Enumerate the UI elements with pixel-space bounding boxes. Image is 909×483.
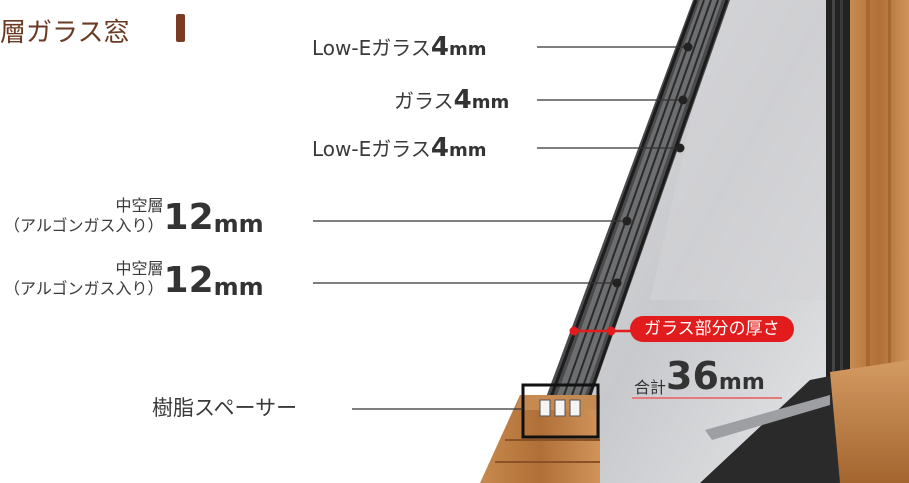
thickness-total-unit: mm xyxy=(718,370,765,395)
leader-lines xyxy=(313,46,688,410)
label-layer3: Low-Eガラス4mm xyxy=(312,135,486,161)
label-gap1-line1: 中空層 xyxy=(115,196,164,215)
label-gap2-value: 12 xyxy=(163,260,214,301)
glass-pane xyxy=(560,0,830,483)
label-gap1: 中空層 （アルゴンガス入り） 12mm xyxy=(4,196,264,236)
thickness-indicator xyxy=(569,326,632,336)
title-accent-bar xyxy=(176,14,185,42)
leader-dots xyxy=(612,42,693,288)
page-title: 層ガラス窓 xyxy=(0,18,130,48)
label-layer1-unit: mm xyxy=(448,39,487,60)
label-gap1-line2: （アルゴンガス入り） xyxy=(4,216,164,235)
label-spacer: 樹脂スペーサー xyxy=(152,396,298,420)
label-layer2-name: ガラス xyxy=(394,89,454,113)
label-layer3-name: Low-Eガラス xyxy=(312,137,431,161)
label-gap1-value: 12 xyxy=(163,197,214,238)
thickness-badge: ガラス部分の厚さ xyxy=(630,316,794,342)
label-layer1-name: Low-Eガラス xyxy=(312,36,431,60)
label-gap2: 中空層 （アルゴンガス入り） 12mm xyxy=(4,259,264,299)
thickness-underline xyxy=(632,397,782,399)
label-layer3-value: 4 xyxy=(430,133,449,163)
label-gap2-line2: （アルゴンガス入り） xyxy=(4,279,164,298)
label-gap1-unit: mm xyxy=(213,210,264,238)
label-layer1-value: 4 xyxy=(430,32,449,62)
wood-sash xyxy=(480,395,600,483)
label-layer2-value: 4 xyxy=(453,85,472,115)
label-layer3-unit: mm xyxy=(448,140,487,161)
label-layer1: Low-Eガラス4mm xyxy=(312,34,486,60)
thickness-total: 合計36mm xyxy=(634,354,765,398)
label-gap2-unit: mm xyxy=(213,273,264,301)
thickness-total-value: 36 xyxy=(666,354,719,398)
label-layer2: ガラス4mm xyxy=(394,87,509,113)
spacer-highlight-box xyxy=(521,383,600,439)
label-layer2-unit: mm xyxy=(471,92,510,113)
thickness-total-prefix: 合計 xyxy=(634,378,667,397)
label-gap2-line1: 中空層 xyxy=(115,259,164,278)
window-frame-bottom xyxy=(700,360,909,483)
